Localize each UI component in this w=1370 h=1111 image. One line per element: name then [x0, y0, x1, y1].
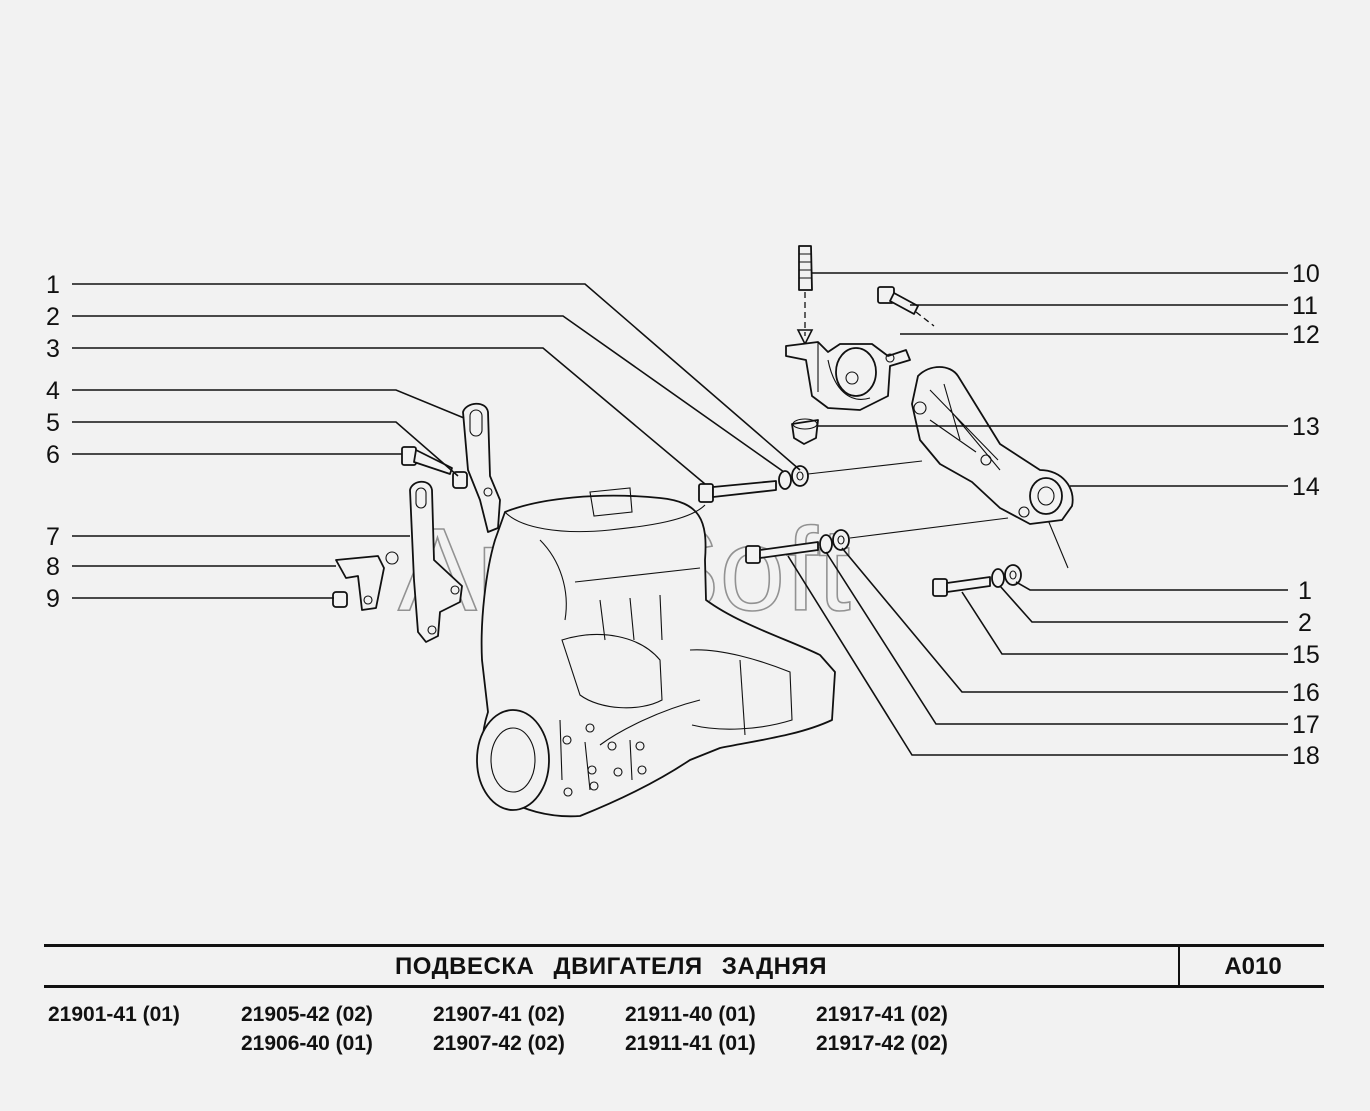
callout-4: 4	[46, 377, 60, 405]
callout-13: 13	[1292, 413, 1320, 441]
callout-8: 8	[46, 553, 60, 581]
model-code: 21906-40 (01)	[241, 1032, 373, 1055]
model-code: 21907-42 (02)	[433, 1032, 565, 1055]
callouts-left: 1 2 3 4 5 6 7 8 9	[46, 271, 60, 613]
callout-9: 9	[46, 585, 60, 613]
model-column: 21911-40 (01) 21911-41 (01)	[625, 1000, 815, 1058]
model-code: 21901-41 (01)	[48, 1003, 180, 1026]
callout-1-right: 1	[1298, 577, 1312, 605]
model-column: 21907-41 (02) 21907-42 (02)	[433, 1000, 623, 1058]
callout-1: 1	[46, 271, 60, 299]
callout-15: 15	[1292, 641, 1320, 669]
right-mount	[785, 245, 1074, 525]
model-code: 21907-41 (02)	[433, 1003, 565, 1026]
callout-14: 14	[1292, 473, 1320, 501]
model-code: 21917-42 (02)	[816, 1032, 948, 1055]
callout-12: 12	[1292, 321, 1320, 349]
callout-11: 11	[1292, 292, 1318, 320]
model-list: 21901-41 (01) 21905-42 (02) 21906-40 (01…	[48, 1000, 1048, 1070]
callout-7: 7	[46, 523, 60, 551]
model-column: 21905-42 (02) 21906-40 (01)	[241, 1000, 431, 1058]
leaders-left	[72, 283, 801, 599]
model-column: 21901-41 (01)	[48, 1000, 238, 1029]
model-code: 21917-41 (02)	[816, 1003, 948, 1026]
leaders-right	[787, 272, 1288, 756]
gearbox-illustration	[476, 487, 836, 818]
parts-diagram: AutoSoft	[46, 245, 1320, 818]
left-brackets	[332, 402, 501, 643]
center-fasteners	[698, 460, 1069, 597]
callout-17: 17	[1292, 711, 1320, 739]
model-code: 21905-42 (02)	[241, 1003, 373, 1026]
title-bar: ПОДВЕСКА ДВИГАТЕЛЯ ЗАДНЯЯ A010	[44, 944, 1324, 988]
callout-6: 6	[46, 441, 60, 469]
callout-2: 2	[46, 303, 60, 331]
model-code: 21911-40 (01)	[625, 1003, 756, 1026]
model-column: 21917-41 (02) 21917-42 (02)	[816, 1000, 1006, 1058]
callout-16: 16	[1292, 679, 1320, 707]
callouts-right: 10 11 12 13 14 1 2 15 16 17 18	[1292, 260, 1320, 770]
model-code: 21911-41 (01)	[625, 1032, 756, 1055]
callout-10: 10	[1292, 260, 1320, 288]
callout-2-right: 2	[1298, 609, 1312, 637]
callout-5: 5	[46, 409, 60, 437]
callout-18: 18	[1292, 742, 1320, 770]
callout-3: 3	[46, 335, 60, 363]
diagram-code: A010	[1178, 947, 1326, 985]
page-title: ПОДВЕСКА ДВИГАТЕЛЯ ЗАДНЯЯ	[394, 953, 828, 980]
